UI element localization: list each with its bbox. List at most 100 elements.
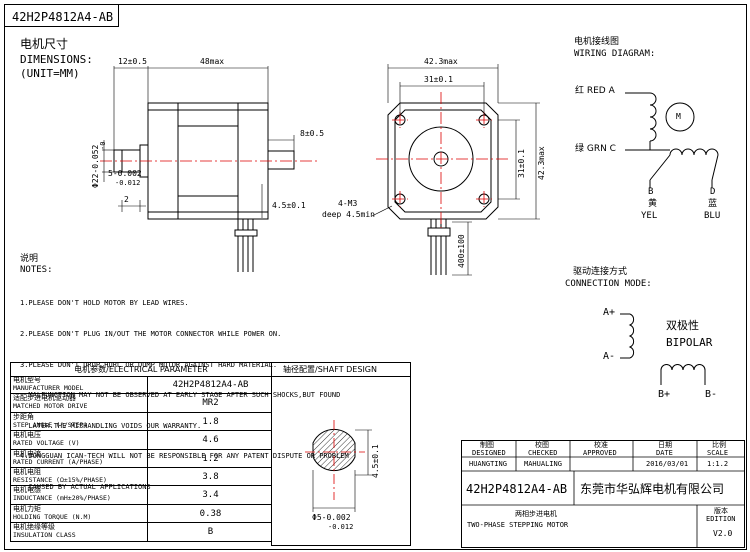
tb-h-approved-en: APPROVED [583,449,617,457]
notes-title-en: NOTES: [20,265,53,275]
tb-h-designed-en: DESIGNED [472,449,506,457]
tb-h-scale-cn: 比例 [712,441,726,449]
dim-5: 5-0.002 [108,169,142,178]
shaft-design-box [271,362,411,546]
params-header: 电机参数/ELECTRICAL PARAMETER [10,362,272,377]
notes-title-cn: 说明 [20,254,39,264]
dimensions-unit: (UNIT=MM) [20,67,80,80]
param-label-en: INSULATION CLASS [13,531,76,540]
tb-designed: HUANGTING [469,460,507,468]
param-value: 3.4 [202,490,219,501]
tb-h-checked-cn: 校图 [535,441,549,449]
a-minus: A- [603,351,616,362]
param-label-en: HOLDING TORQUE (N.M) [13,512,92,521]
wire-b: B [648,187,654,197]
b-plus: B+ [658,389,671,400]
dimensions-title-cn: 电机尺寸 [20,37,69,51]
param-value: 4.6 [202,435,219,446]
tb-h-designed-cn: 制图 [480,441,494,449]
connection-title-cn: 驱动连接方式 [573,267,628,277]
electrical-parameter-table: 电机参数/ELECTRICAL PARAMETER [10,362,272,377]
motor-symbol: M [676,112,681,121]
dim-5-tol: -0.012 [115,179,141,187]
param-label-cn: 电机绝缘等级 [13,523,55,532]
param-label-cn: 电机电感 [13,486,41,495]
drawing-frame [4,4,747,550]
wire-b-en: YEL [641,211,658,221]
dim-31-h: 31±0.1 [424,75,453,84]
wire-d-en: BLU [704,211,721,221]
b-minus: B- [705,389,718,400]
tb-date: 2016/03/01 [646,460,689,468]
tb-h-approved-cn: 校准 [594,441,608,449]
param-label-en: MANUFACTURER MODEL [13,384,84,392]
param-value: 1.8 [202,416,219,427]
tb-scale: 1:1.2 [707,460,729,468]
tb-part-number: 42H2P4812A4-AB [466,482,568,496]
mode-cn: 双极性 [666,319,699,332]
param-label-cn: 电机电流 [13,449,41,458]
title-block [461,440,745,548]
tb-product-en: TWO-PHASE STEPPING MOTOR [467,521,569,529]
note-line: LATER.THE MISHANDLING VOIDS OUR WARRANTY… [20,421,202,430]
note-line: CAUSED BY ACTUAL APPLICATIONS [20,483,151,492]
param-label-en: INDUCTANCE (mH±20%/PHASE) [13,494,111,503]
note-line: 1.PLEASE DON'T HOLD MOTOR BY LEAD WIRES. [20,299,189,308]
note-line: MALFUNCTION MAY NOT BE OBSERVED AT EARLY… [20,391,341,400]
param-value: 42H2P4812A4-AB [172,380,249,390]
wire-d: D [710,187,716,197]
param-value: 0.38 [199,508,222,519]
tb-edition-en: EDITION [706,515,736,523]
tb-product-cn: 两相步进电机 [515,510,557,518]
shaft-header-rule [271,376,410,377]
m3-depth: deep 4.5min [322,210,375,219]
tb-checked: MAHUALING [524,460,562,468]
param-label-en: STEP ANGLE (°/STEP) [13,420,88,429]
tb-edition: V2.0 [713,529,733,538]
tb-h-date-en: DATE [656,449,673,457]
dimensions-title-en: DIMENSIONS: [20,53,93,66]
wire-b-cn: 黄 [648,199,658,209]
wiring-title-cn: 电机接线图 [574,37,620,47]
dim-48: 48max [200,57,225,66]
dim-2: 2 [124,195,129,204]
param-label-en: MATCHED MOTOR DRIVE [13,402,88,411]
part-number-top: 42H2P4812A4-AB [12,10,114,24]
shaft-dim-5: Φ5-0.002 [312,513,351,522]
tb-company: 东莞市华弘辉电机有限公司 [580,482,725,496]
param-label-en: RATED CURRENT (A/PHASE) [13,457,104,466]
dim-42-3: 42.3max [424,57,458,66]
param-label-cn: 电机电压 [13,431,41,440]
param-label-cn: 电机力矩 [13,504,41,513]
shaft-dim-5-tol: -0.012 [328,523,354,531]
param-value: B [207,527,214,538]
param-value: 1.2 [202,453,219,464]
dim-8: 8±0.5 [300,129,325,138]
shaft-header: 轴径配置/SHAFT DESIGN [283,365,377,374]
wire-grn: 绿 GRN C [575,144,616,154]
param-label-cn: 电机电阻 [13,468,41,476]
wire-red: 红 RED A [575,86,615,96]
wire-d-cn: 蓝 [708,199,718,209]
connection-title-en: CONNECTION MODE: [565,279,652,289]
part-number-tab [4,4,119,27]
dim-4-5: 4.5±0.1 [272,201,306,210]
param-value: 3.8 [202,472,219,482]
param-label-en: RESISTANCE (Ω±15%/PHASE) [13,476,107,484]
tb-h-checked-en: CHECKED [528,449,558,457]
param-label-cn: 电机型号 [13,376,41,384]
param-label-en: RATED VOLTAGE (V) [13,439,80,448]
